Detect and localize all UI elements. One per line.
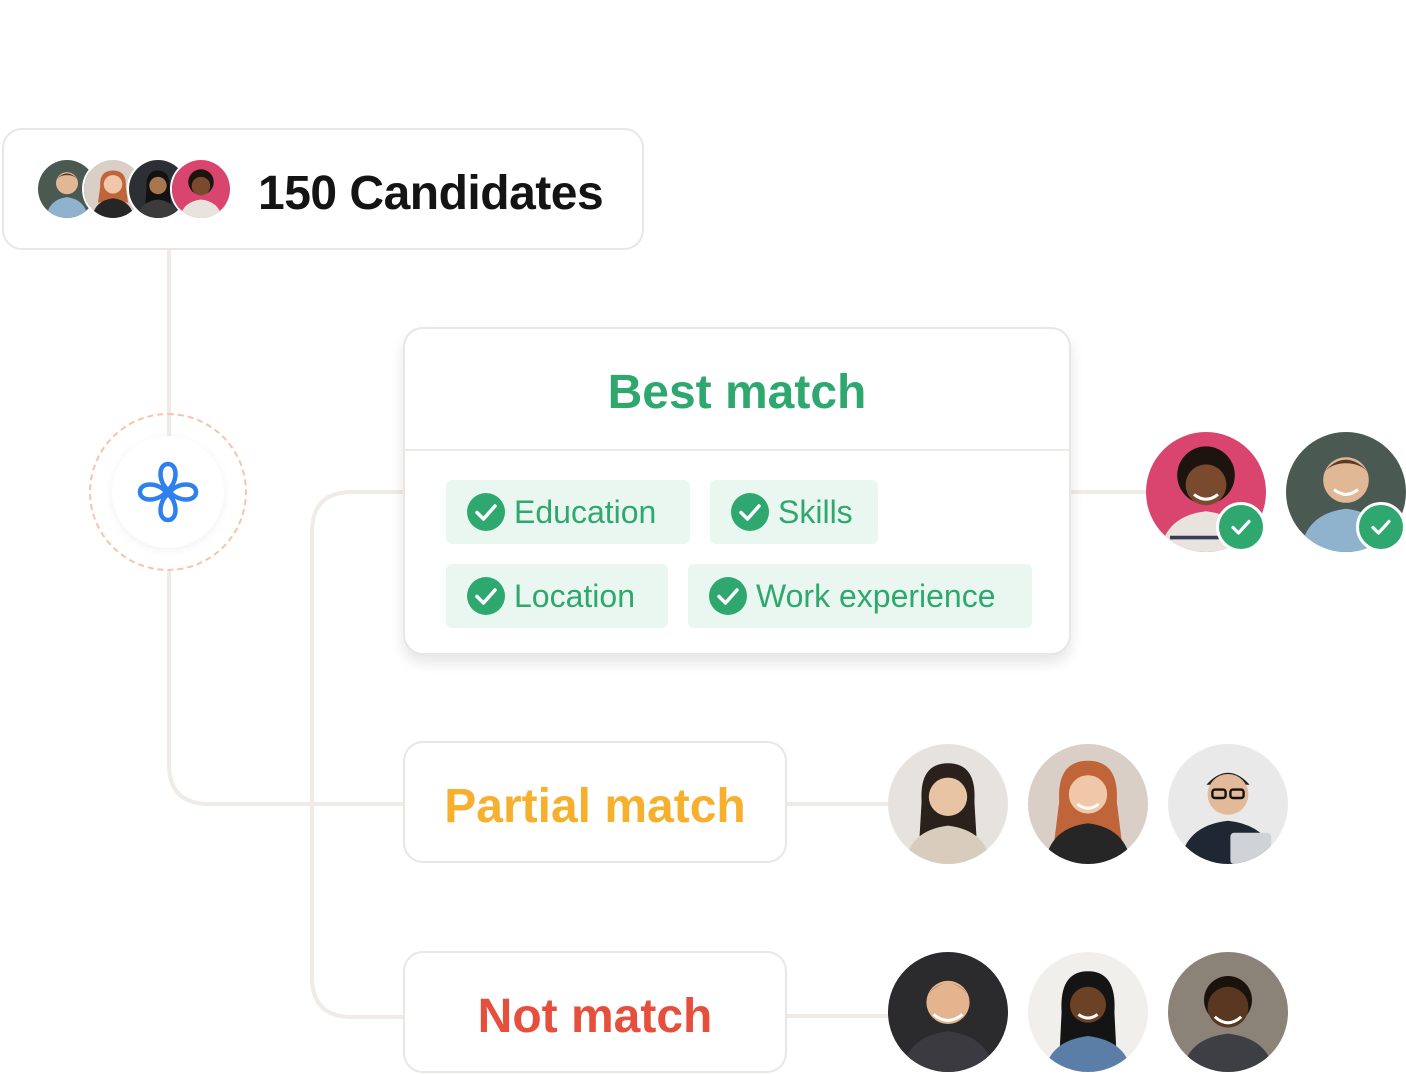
- candidates-card[interactable]: 150 Candidates: [2, 128, 644, 250]
- criteria-chip-label: Location: [514, 577, 635, 614]
- ai-flower-icon: [137, 461, 199, 523]
- check-circle-icon: [467, 577, 505, 615]
- match-check-badge: [1356, 502, 1406, 552]
- divider: [405, 449, 1069, 451]
- not-match-candidate-avatar[interactable]: [1168, 952, 1288, 1072]
- partial-match-title: Partial match: [444, 780, 746, 833]
- check-icon: [1231, 519, 1251, 535]
- ai-node[interactable]: [112, 436, 224, 548]
- ai-node-ring: [89, 413, 247, 571]
- criteria-chip-education: Education: [446, 480, 690, 544]
- check-circle-icon: [467, 493, 505, 531]
- criteria-chip-location: Location: [446, 564, 668, 628]
- check-circle-icon: [709, 577, 747, 615]
- not-match-card[interactable]: Not match: [403, 951, 787, 1073]
- check-icon: [1371, 519, 1391, 535]
- criteria-chip-label: Work experience: [756, 577, 996, 614]
- partial-match-candidate-avatar[interactable]: [888, 744, 1008, 864]
- candidates-count-title: 150 Candidates: [258, 167, 604, 220]
- partial-match-candidate-avatar[interactable]: [1168, 744, 1288, 864]
- not-match-candidate-avatar[interactable]: [1028, 952, 1148, 1072]
- criteria-chip-label: Skills: [778, 493, 853, 530]
- partial-match-card[interactable]: Partial match: [403, 741, 787, 863]
- partial-match-candidate-avatar[interactable]: [1028, 744, 1148, 864]
- criteria-chip-skills: Skills: [710, 480, 878, 544]
- not-match-title: Not match: [477, 990, 713, 1043]
- match-check-badge: [1216, 502, 1266, 552]
- criteria-chip-label: Education: [514, 493, 657, 530]
- not-match-candidate-avatar[interactable]: [888, 952, 1008, 1072]
- avatar: [170, 158, 232, 220]
- best-match-card[interactable]: Best match Education Skills Location Wor…: [403, 327, 1071, 655]
- check-circle-icon: [731, 493, 769, 531]
- criteria-chip-work-experience: Work experience: [688, 564, 1032, 628]
- best-match-title: Best match: [607, 366, 867, 419]
